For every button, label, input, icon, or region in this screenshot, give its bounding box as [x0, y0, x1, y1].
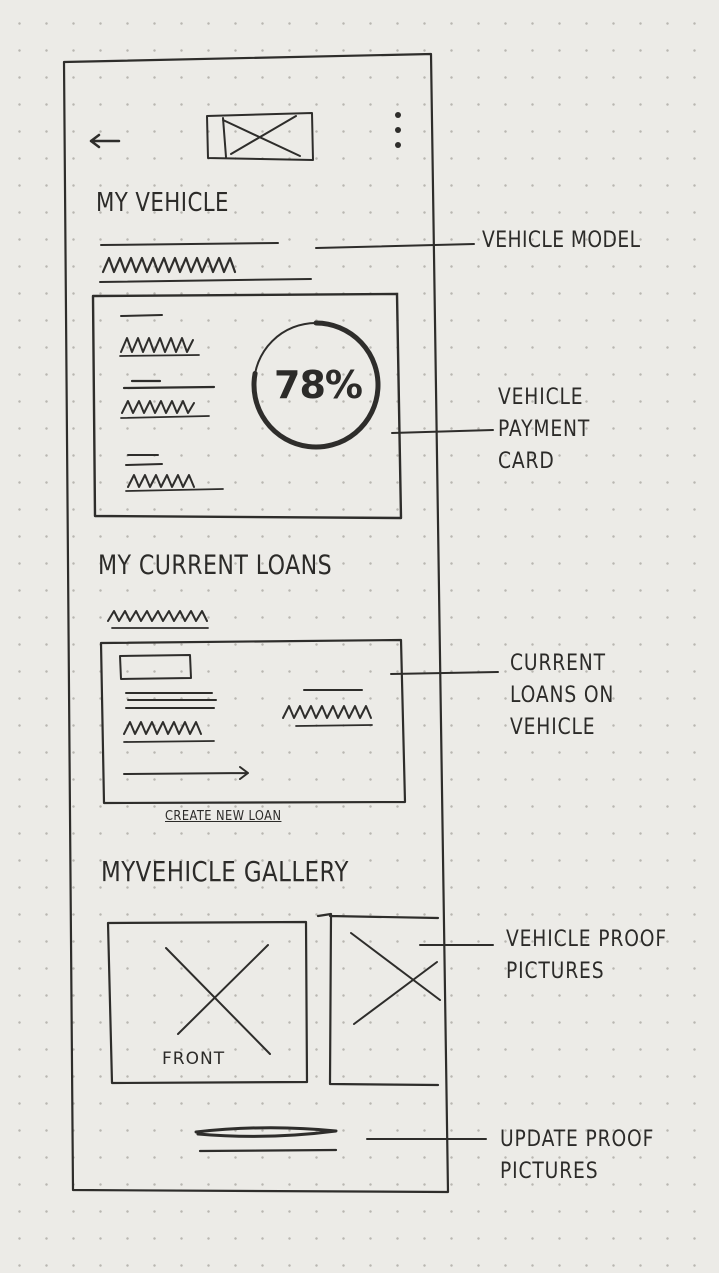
my-vehicle-gallery-heading: MYVEHICLE GALLERY	[101, 855, 349, 888]
annotation-current-loans: CURRENT LOANS ON VEHICLE	[510, 651, 615, 740]
annotation-proof-pictures: VEHICLE PROOF PICTURES	[506, 927, 667, 984]
annotation-payment-card: VEHICLE PAYMENT CARD	[498, 385, 591, 474]
create-new-loan-link[interactable]: CREATE NEW LOAN	[165, 809, 282, 824]
update-proof-button[interactable]	[194, 1126, 338, 1153]
loans-subtitle-scribble	[107, 610, 209, 629]
my-current-loans-heading: MY CURRENT LOANS	[98, 550, 333, 581]
annotation-vehicle-model: VEHICLE MODEL	[482, 228, 641, 253]
gallery-side-picture[interactable]	[316, 912, 441, 1087]
kebab-menu-icon[interactable]	[395, 112, 401, 148]
vehicle-payment-card[interactable]	[91, 292, 403, 520]
my-vehicle-heading: MY VEHICLE	[96, 188, 229, 218]
annotation-leaders	[315, 243, 499, 1140]
back-arrow-icon[interactable]	[89, 133, 121, 149]
payment-percent-label: 78%	[274, 363, 363, 407]
current-loan-card[interactable]	[99, 638, 407, 805]
vehicle-model-scribble	[99, 242, 312, 283]
front-caption: FRONT	[162, 1049, 226, 1069]
payment-progress-ring	[251, 320, 381, 450]
image-placeholder-icon	[206, 112, 314, 161]
gallery-front-picture[interactable]	[106, 920, 309, 1085]
phone-frame	[62, 52, 450, 1194]
annotation-update-proof: UPDATE PROOF PICTURES	[500, 1127, 655, 1184]
